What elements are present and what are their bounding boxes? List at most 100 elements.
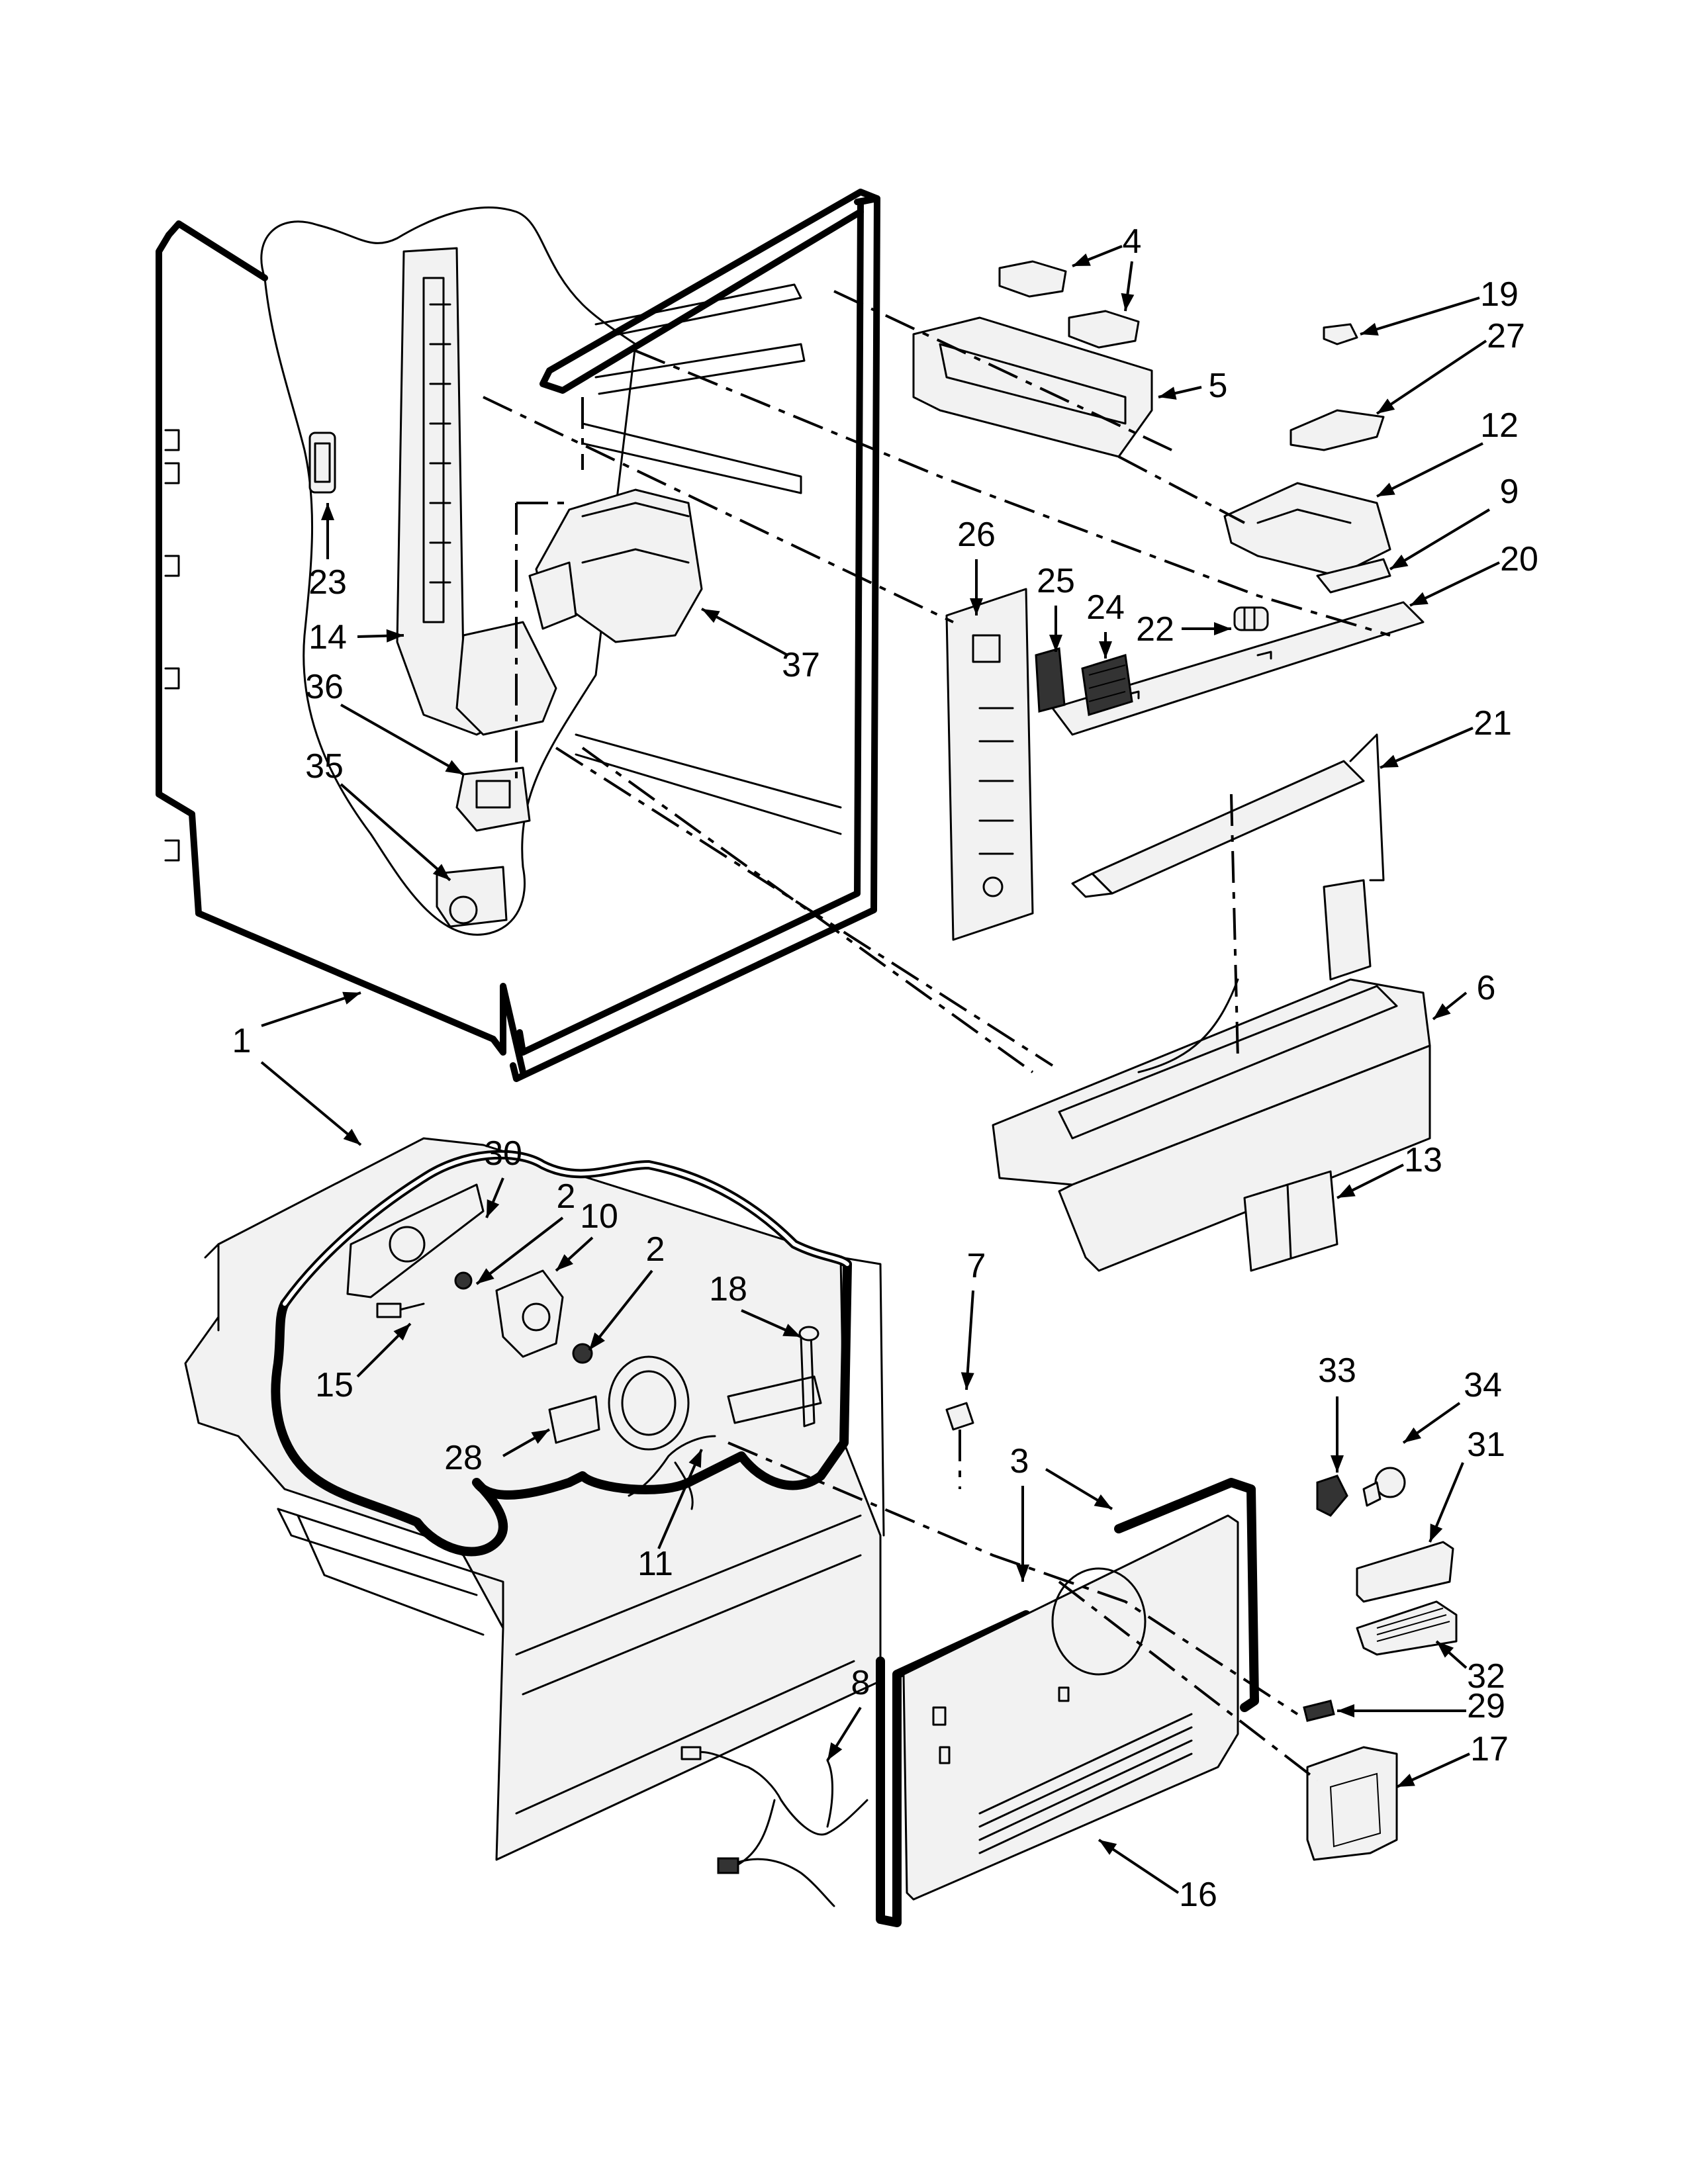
arrowhead-1a	[342, 991, 361, 1005]
arrowhead-7	[961, 1372, 974, 1390]
arrowhead-24	[1099, 641, 1112, 659]
small-clips	[1289, 323, 1385, 451]
leader-line-36	[340, 704, 464, 776]
callout-31: 31	[1467, 1426, 1505, 1464]
arrowhead-12	[1377, 482, 1395, 496]
refrigerator-liner	[156, 189, 880, 1082]
fan-motor-assembly	[346, 1183, 822, 1510]
roller	[1233, 606, 1269, 631]
callout-1: 1	[232, 1022, 252, 1060]
arrowhead-4b	[1121, 293, 1135, 311]
arrowhead-5	[1158, 387, 1177, 400]
control-panel	[945, 588, 1034, 941]
arrowhead-26	[970, 598, 983, 615]
arrowhead-14	[386, 629, 404, 643]
light-assembly-parts	[1303, 1467, 1458, 1861]
callout-22: 22	[1136, 610, 1174, 649]
callout-27: 27	[1487, 317, 1525, 355]
leader-line-35	[340, 783, 451, 882]
leader-line-9	[1389, 508, 1491, 570]
callout-6: 6	[1477, 969, 1496, 1007]
arrowhead-19	[1360, 322, 1379, 336]
ice-housing	[1223, 482, 1391, 577]
callout-18: 18	[709, 1270, 747, 1308]
arrowhead-18	[782, 1324, 801, 1337]
air-filter-parts	[1035, 647, 1133, 716]
leader-line-1b	[260, 1061, 362, 1146]
callout-20: 20	[1500, 540, 1538, 578]
callout-19: 19	[1480, 275, 1519, 314]
callout-34: 34	[1464, 1366, 1502, 1404]
callout-15: 15	[315, 1366, 353, 1404]
arrowhead-15	[393, 1324, 410, 1341]
leader-line-27	[1376, 340, 1487, 415]
arrowhead-2a	[477, 1268, 494, 1284]
arrowhead-22	[1214, 622, 1231, 635]
crisper-pan	[992, 879, 1431, 1272]
callout-5: 5	[1209, 367, 1228, 405]
callout-2a: 2	[557, 1177, 576, 1216]
arrowhead-3a	[1016, 1565, 1029, 1582]
arrowhead-8	[827, 1742, 843, 1760]
arrowhead-28	[531, 1430, 549, 1444]
arrowhead-20	[1410, 592, 1429, 606]
callout-10: 10	[580, 1197, 618, 1236]
arrowhead-31	[1430, 1524, 1443, 1542]
callout-17: 17	[1470, 1730, 1509, 1768]
callout-29: 29	[1467, 1687, 1505, 1725]
water-filter-tube	[1071, 733, 1385, 898]
arrowhead-21	[1380, 754, 1399, 768]
arrowhead-13	[1337, 1184, 1356, 1198]
freezer-liner	[184, 1137, 885, 1861]
arrowhead-25	[1049, 635, 1062, 652]
leader-line-12	[1376, 442, 1483, 498]
callout-11: 11	[637, 1545, 673, 1583]
arrowhead-2b	[589, 1332, 605, 1350]
air-duct-assembly	[396, 247, 557, 736]
callout-33: 33	[1318, 1351, 1356, 1390]
callout-14: 14	[308, 618, 347, 657]
arrowhead-34	[1403, 1427, 1422, 1443]
callout-3: 3	[1010, 1442, 1029, 1480]
arrowhead-37	[702, 609, 720, 623]
leader-line-19	[1360, 296, 1480, 336]
callout-30: 30	[484, 1134, 522, 1173]
arrowhead-3b	[1094, 1494, 1112, 1509]
leader-line-11	[657, 1449, 703, 1549]
arrowhead-27	[1377, 398, 1395, 414]
callout-28: 28	[444, 1439, 483, 1477]
callout-9: 9	[1500, 473, 1519, 511]
damper-parts	[436, 766, 531, 928]
callout-25: 25	[1037, 562, 1075, 600]
arrowhead-35	[432, 864, 450, 880]
arrowhead-17	[1397, 1774, 1415, 1787]
air-diffuser	[528, 488, 703, 643]
leader-line-1a	[261, 991, 361, 1027]
thermistor-housing	[308, 432, 336, 494]
arrowhead-23	[321, 503, 334, 520]
arrowhead-10	[556, 1254, 573, 1271]
ice-housing-cover	[1316, 558, 1391, 594]
arrowhead-9	[1390, 555, 1409, 569]
arrowhead-30	[487, 1199, 500, 1218]
arrowhead-1b	[343, 1128, 361, 1145]
alignment-lines	[483, 290, 1391, 1782]
wire-harness	[680, 1746, 868, 1907]
callout-35: 35	[305, 747, 344, 786]
shelf-bracket	[912, 316, 1153, 458]
arrowhead-33	[1331, 1455, 1344, 1473]
crisper-slide	[1243, 1170, 1338, 1272]
callout-8: 8	[851, 1664, 870, 1702]
arrowhead-32	[1436, 1641, 1454, 1658]
arrowhead-36	[445, 760, 463, 774]
callout-23: 23	[308, 563, 347, 602]
callout-21: 21	[1474, 704, 1512, 743]
callout-4: 4	[1123, 222, 1142, 261]
callout-12: 12	[1480, 406, 1519, 445]
arrowhead-4a	[1072, 253, 1091, 266]
callout-37: 37	[782, 646, 820, 684]
shelf-clips	[998, 260, 1140, 349]
callout-32: 32	[1467, 1657, 1505, 1696]
callout-7: 7	[967, 1247, 986, 1285]
